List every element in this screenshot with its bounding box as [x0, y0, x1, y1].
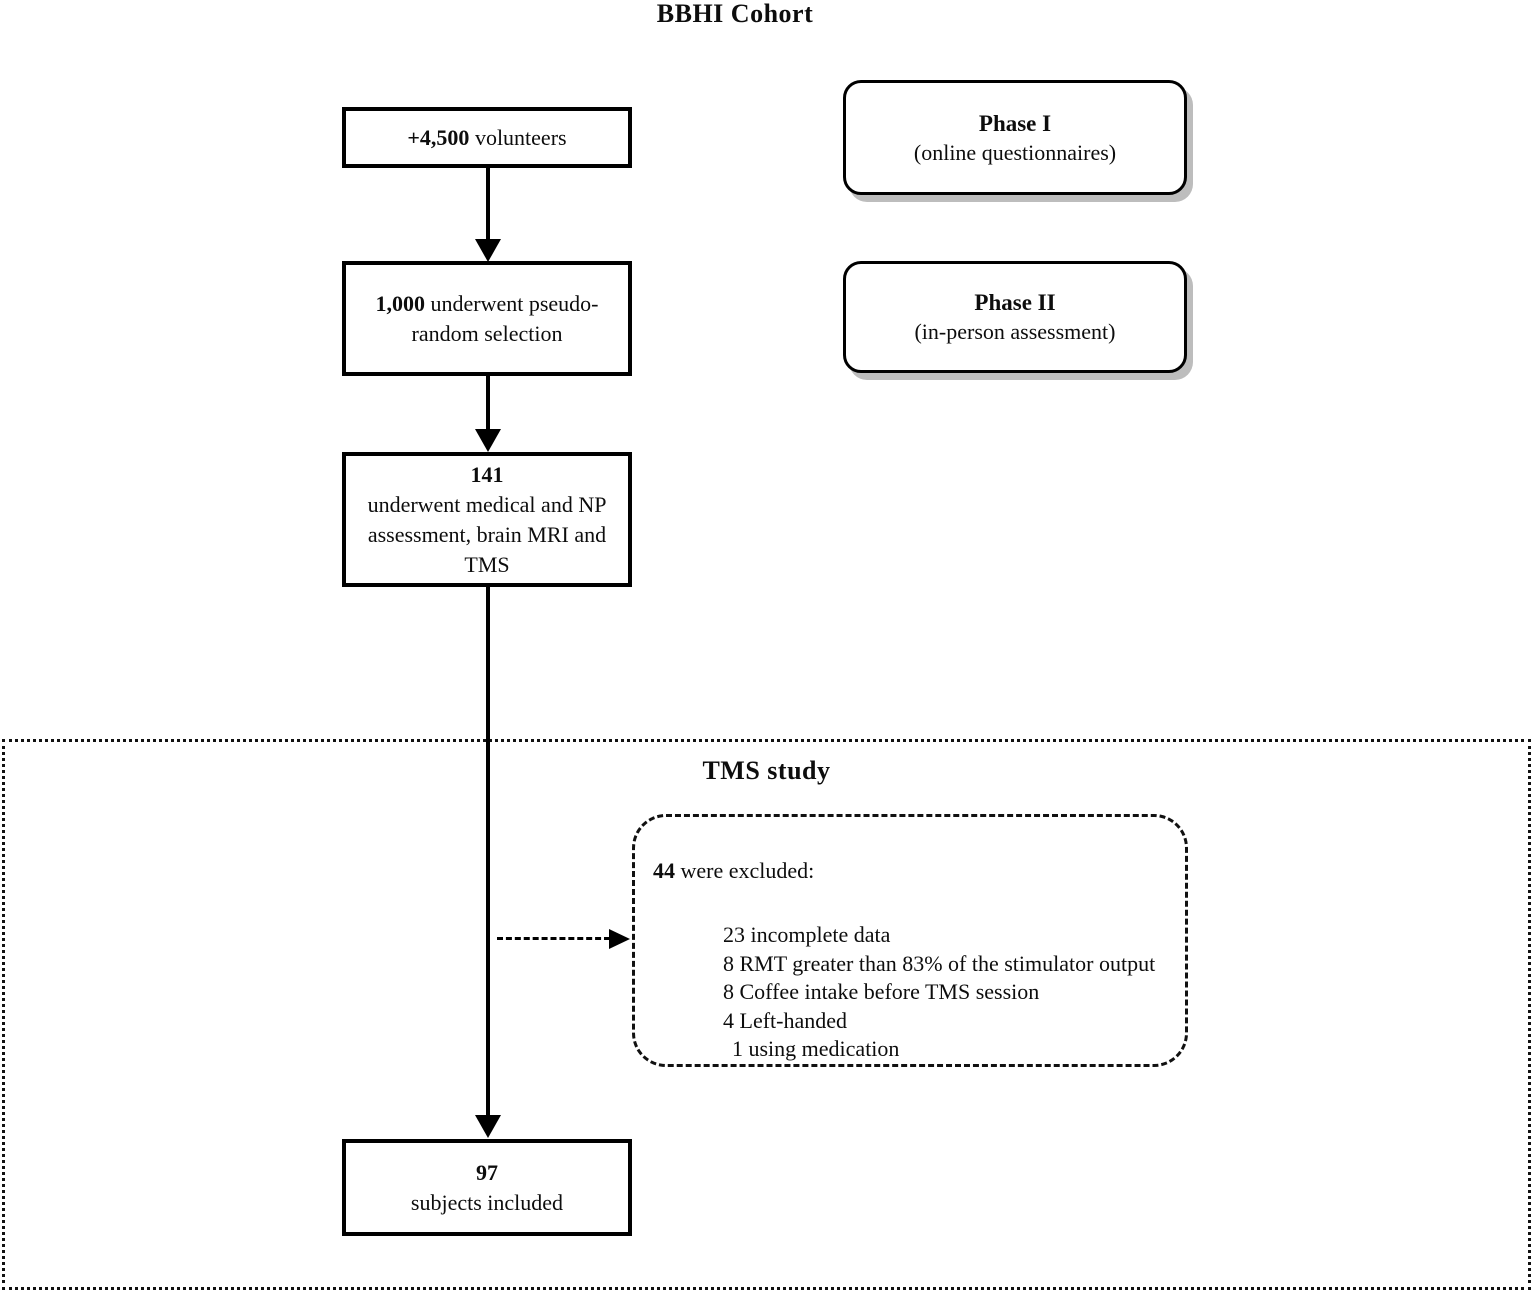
included-box: 97 subjects included [342, 1139, 632, 1236]
volunteers-text: +4,500 volunteers [407, 123, 566, 153]
arrowhead-down-icon [475, 239, 501, 262]
exclusion-count: 44 [653, 858, 675, 883]
arrow-line-selection-to-assessment [486, 376, 490, 431]
arrowhead-down-icon [475, 429, 501, 452]
volunteers-box: +4,500 volunteers [342, 107, 632, 168]
selection-label: underwent pseudo-random selection [411, 290, 599, 346]
phase1-title: Phase I [978, 110, 1052, 136]
arrowhead-right-icon [609, 929, 630, 949]
volunteers-label: volunteers [469, 124, 567, 150]
selection-count: 1,000 [375, 290, 425, 316]
tms-study-region: TMS study [2, 739, 1531, 1290]
included-text: 97 subjects included [411, 1158, 563, 1218]
exclusion-list: 23 incomplete data 8 RMT greater than 83… [723, 921, 1171, 1064]
selection-text: 1,000 underwent pseudo-random selection [356, 289, 618, 349]
assessment-text: 141 underwent medical and NP assessment, … [356, 460, 618, 580]
exclusion-item: 8 RMT greater than 83% of the stimulator… [723, 950, 1156, 976]
arrow-line-assessment-to-included [486, 587, 490, 1117]
dashed-arrow-line-to-exclusion [497, 937, 610, 940]
exclusion-item: 8 Coffee intake before TMS session [723, 979, 1040, 1004]
exclusion-item: 23 incomplete data [723, 922, 891, 947]
assessment-box: 141 underwent medical and NP assessment, … [342, 452, 632, 587]
phase2-box: Phase II (in-person assessment) [843, 261, 1187, 373]
phase1-box: Phase I (online questionnaires) [843, 80, 1187, 195]
phase2-title: Phase II [974, 290, 1056, 315]
exclusion-item: 1 using medication [732, 1036, 900, 1061]
diagram-title: BBHI Cohort [656, 0, 814, 28]
exclusion-item: 4 Left-handed [723, 1007, 847, 1033]
included-count: 97 [475, 1159, 498, 1185]
assessment-label: underwent medical and NP assessment, bra… [367, 491, 607, 577]
phase1-subtitle: (online questionnaires) [913, 139, 1117, 165]
arrow-line-volunteers-to-selection [486, 167, 490, 241]
arrowhead-down-icon [475, 1115, 501, 1138]
assessment-count: 141 [470, 461, 504, 487]
phase2-subtitle: (in-person assessment) [914, 319, 1116, 344]
exclusion-heading: 44 were excluded: [653, 857, 1171, 885]
exclusion-box: 44 were excluded: 23 incomplete data 8 R… [632, 814, 1188, 1067]
selection-box: 1,000 underwent pseudo-random selection [342, 261, 632, 376]
included-label: subjects included [410, 1189, 564, 1215]
exclusion-heading-text: were excluded: [675, 858, 815, 883]
volunteers-count: +4,500 [407, 124, 470, 150]
tms-study-label: TMS study [702, 756, 831, 785]
